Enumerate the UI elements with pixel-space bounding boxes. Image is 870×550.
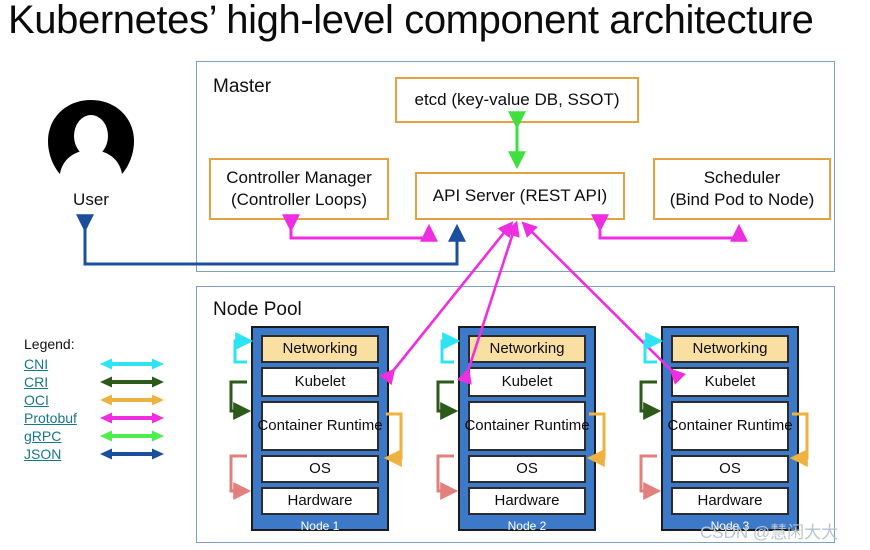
- node-layer-container-runtime: Container Runtime: [667, 401, 793, 451]
- node-layer-hardware: Hardware: [468, 487, 586, 515]
- node-layer-hardware: Hardware: [261, 487, 379, 515]
- api-server-box[interactable]: API Server (REST API): [415, 172, 625, 220]
- node-caption: Node 2: [507, 519, 547, 533]
- node-pool-region: Node Pool Networking Kubelet Container R…: [196, 286, 835, 543]
- json-arrow-icon: [98, 447, 166, 461]
- scheduler-box[interactable]: Scheduler (Bind Pod to Node): [653, 158, 831, 220]
- api-server-label: API Server (REST API): [432, 186, 608, 206]
- runtime-line2: Runtime: [533, 416, 590, 434]
- controller-manager-line2: (Controller Loops): [230, 190, 368, 209]
- legend-item-oci[interactable]: OCI: [22, 391, 187, 409]
- node-layer-hardware: Hardware: [671, 487, 789, 515]
- legend-label-cni: CNI: [24, 356, 49, 372]
- legend-item-cni[interactable]: CNI: [22, 355, 187, 373]
- cri-arrow-icon: [98, 375, 166, 389]
- node-layer-container-runtime: Container Runtime: [257, 401, 383, 451]
- page-title: Kubernetes’ high-level component archite…: [8, 0, 814, 42]
- legend-item-cri[interactable]: CRI: [22, 373, 187, 391]
- node-caption: Node 3: [710, 519, 750, 533]
- node-pool-title: Node Pool: [213, 299, 302, 320]
- legend-item-json[interactable]: JSON: [22, 445, 187, 463]
- etcd-box[interactable]: etcd (key-value DB, SSOT): [395, 77, 639, 123]
- watermark: CSDN @慧闲大大: [700, 523, 839, 542]
- legend-label-cri: CRI: [24, 374, 49, 390]
- legend-label-protobuf: Protobuf: [24, 410, 77, 426]
- node-layer-kubelet: Kubelet: [468, 367, 586, 397]
- node-caption: Node 1: [300, 519, 340, 533]
- controller-manager-box[interactable]: Controller Manager (Controller Loops): [209, 158, 389, 220]
- master-region: Master etcd (key-value DB, SSOT) Control…: [196, 61, 835, 272]
- scheduler-line1: Scheduler: [703, 168, 781, 188]
- legend-item-grpc[interactable]: gRPC: [22, 427, 187, 445]
- runtime-line2: Runtime: [736, 416, 793, 434]
- node-layer-networking: Networking: [671, 335, 789, 363]
- legend: Legend: CNI CRI OCI Protobuf gRPC: [22, 336, 187, 463]
- cni-arrow-icon: [98, 357, 166, 371]
- node-layer-kubelet: Kubelet: [671, 367, 789, 397]
- node-layer-networking: Networking: [261, 335, 379, 363]
- scheduler-label: Scheduler (Bind Pod to Node): [670, 167, 815, 211]
- grpc-arrow-icon: [98, 429, 166, 443]
- legend-label-oci: OCI: [24, 392, 49, 408]
- runtime-line1: Container: [667, 416, 733, 434]
- node-layer-os: OS: [468, 455, 586, 483]
- node-layer-os: OS: [261, 455, 379, 483]
- user-label: User: [73, 190, 109, 209]
- runtime-line1: Container: [257, 416, 323, 434]
- runtime-line1: Container: [464, 416, 530, 434]
- legend-label-json: JSON: [24, 446, 62, 462]
- controller-manager-label: Controller Manager (Controller Loops): [226, 167, 372, 211]
- etcd-label: etcd (key-value DB, SSOT): [414, 90, 620, 110]
- protobuf-arrow-icon: [98, 411, 166, 425]
- node-card[interactable]: Networking Kubelet Container Runtime OS …: [251, 326, 389, 533]
- runtime-line2: Runtime: [326, 416, 383, 434]
- legend-label-grpc: gRPC: [24, 428, 62, 444]
- scheduler-line2: (Bind Pod to Node): [669, 190, 815, 209]
- node-card[interactable]: Networking Kubelet Container Runtime OS …: [458, 326, 596, 533]
- controller-manager-line1: Controller Manager: [226, 168, 372, 188]
- node-card[interactable]: Networking Kubelet Container Runtime OS …: [661, 326, 799, 533]
- legend-title: Legend:: [24, 336, 75, 352]
- oci-arrow-icon: [98, 393, 166, 407]
- master-title: Master: [213, 76, 272, 97]
- legend-item-protobuf[interactable]: Protobuf: [22, 409, 187, 427]
- node-layer-os: OS: [671, 455, 789, 483]
- node-layer-container-runtime: Container Runtime: [464, 401, 590, 451]
- user-avatar-icon: [46, 98, 136, 183]
- node-layer-kubelet: Kubelet: [261, 367, 379, 397]
- node-layer-networking: Networking: [468, 335, 586, 363]
